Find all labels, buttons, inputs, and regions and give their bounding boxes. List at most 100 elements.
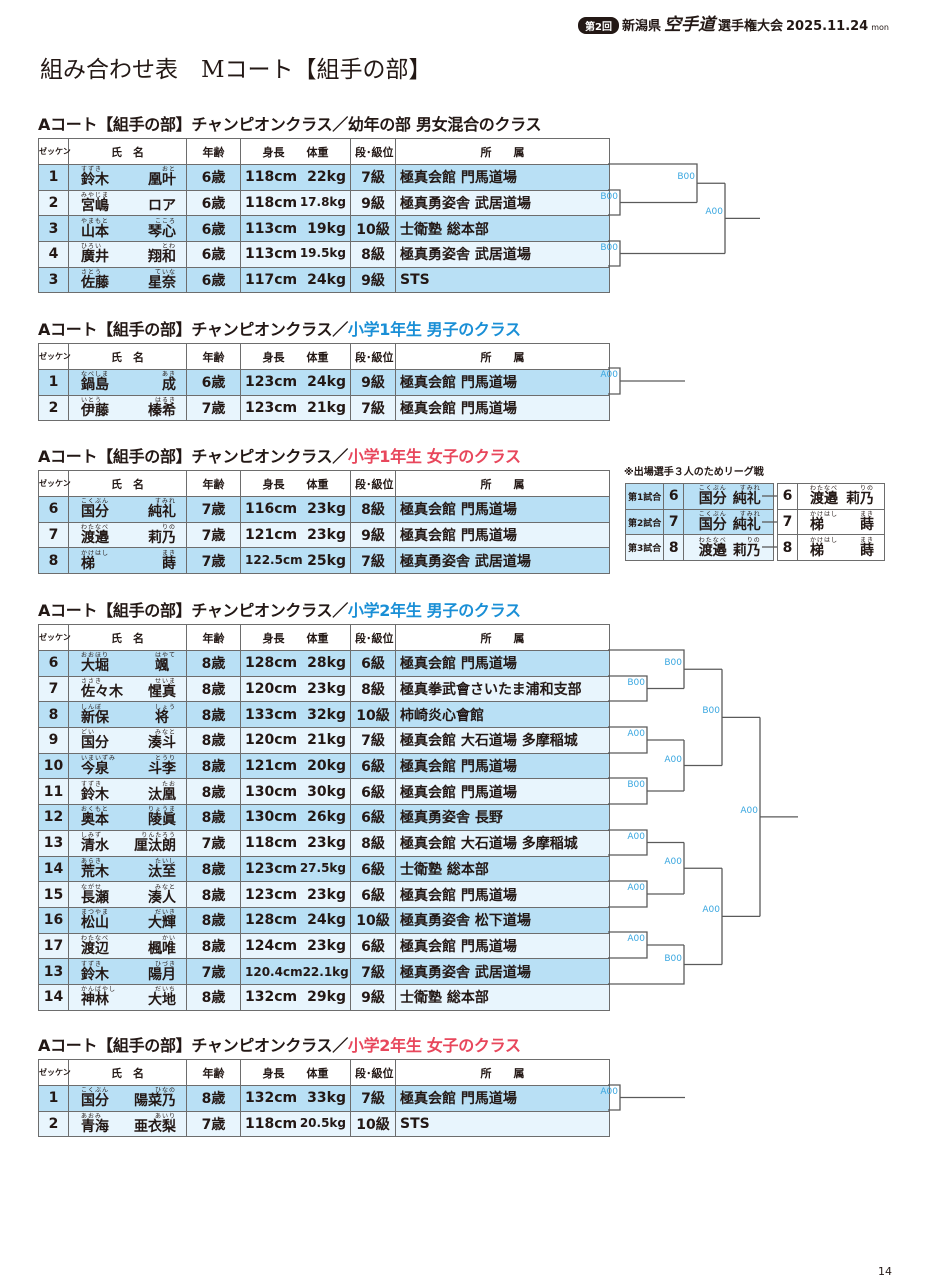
name-wrap: まつやま松山だいき大輝 [73,909,182,932]
name-part: どい国分 [81,729,109,751]
rank: 9級 [350,521,396,549]
bracket-match-label: A00 [705,207,723,218]
bracket-match-label: A00 [600,370,618,380]
column-header: 身長 体重 [240,343,351,370]
heading-prefix: Aコート【組手の部】チャンピオンクラス／ [38,1036,348,1055]
furigana: ひづき [154,960,176,968]
furigana: だいき [154,909,176,917]
name-wrap: しみず清水りんたろう厘汰朗 [73,832,182,854]
name-part: わたなべ渡辺 [81,935,109,956]
furigana: わたなべ [698,536,727,544]
furigana: りの [859,485,874,493]
furigana: ひなの [154,1087,176,1095]
rank: 6級 [350,855,396,883]
match-label: 第1試合 [624,483,665,510]
name-part: こころ琴心 [148,218,176,239]
weight: 23kg [307,886,346,903]
height: 123cm [245,374,298,391]
kanji: 松山 [81,915,109,932]
height: 122.5cm [245,552,303,567]
kanji: 伊藤 [81,403,109,420]
kanji: 将 [154,709,169,726]
furigana: とうり [154,755,176,763]
name-wrap: やまもと山本こころ琴心 [73,218,182,239]
name-part: とわ翔和 [148,244,176,265]
section-heading: Aコート【組手の部】チャンピオンクラス／小学1年生 女子のクラス [38,443,610,467]
weight: 22kg [307,169,346,186]
age: 6歳 [186,266,241,294]
column-header: ゼッケン [38,138,71,165]
name-part: ささき佐々木 [81,679,123,700]
height: 117cm [245,272,298,289]
kanji: 陽菜乃 [134,1093,176,1110]
column-header: 身長 体重 [240,138,351,165]
name-wrap: おおほり大堀はやて颯 [73,653,182,674]
kanji: 蒔 [161,555,176,572]
furigana: どい [81,729,96,737]
weight: 23kg [307,835,346,852]
kanji: 莉乃 [846,491,874,508]
bracket-match-label: B00 [664,953,682,964]
furigana: しんぼ [81,703,103,711]
name-part: ひなの陽菜乃 [134,1087,176,1110]
rank: 7級 [350,547,396,575]
name-wrap: なべしま鍋島あき成 [73,372,182,393]
furigana: かけはし [810,536,839,544]
furigana: はるき [154,397,176,405]
affiliation: STS [395,1110,610,1138]
header-row: ゼッケン氏 名年齢身長 体重段･級位所 属 [38,470,610,497]
name-wrap: ながせ長瀬みなと湊人 [73,883,182,905]
furigana: あいり [154,1113,176,1121]
athlete-name: しみず清水りんたろう厘汰朗 [68,829,187,857]
name-part: あらき荒木 [81,858,109,879]
heading-class: 幼年の部 男女混合のクラス [347,115,542,134]
weight: 19kg [307,220,346,237]
name-part: わたなべ渡邉 [81,525,109,546]
bracket-match-label: A00 [600,1086,618,1097]
furigana: みなと [154,883,176,891]
bib-number: 14 [38,983,69,1011]
age: 8歳 [186,906,241,934]
bracket-match-label: B00 [600,191,618,202]
furigana: しみず [81,832,103,840]
furigana: ひろい [81,243,103,251]
kanji: 純礼 [148,504,176,521]
height: 130cm [245,809,298,826]
name-part: みなと湊人 [148,883,176,905]
athlete-name: ひろい廣井とわ翔和 [68,241,187,268]
furigana: しょう [154,703,176,711]
bib-number: 12 [38,804,69,831]
name-part: ロア [148,193,176,213]
furigana: みなと [154,729,176,737]
kanji: 楓唯 [148,940,176,957]
rank: 6級 [350,932,396,960]
column-header: ゼッケン [38,1059,71,1086]
rank: 8級 [350,241,396,268]
column-header: 氏 名 [68,624,187,651]
age: 7歳 [186,829,241,857]
bracket-line [608,945,685,985]
bib-number: 9 [38,727,69,754]
furigana: せいま [154,678,176,686]
